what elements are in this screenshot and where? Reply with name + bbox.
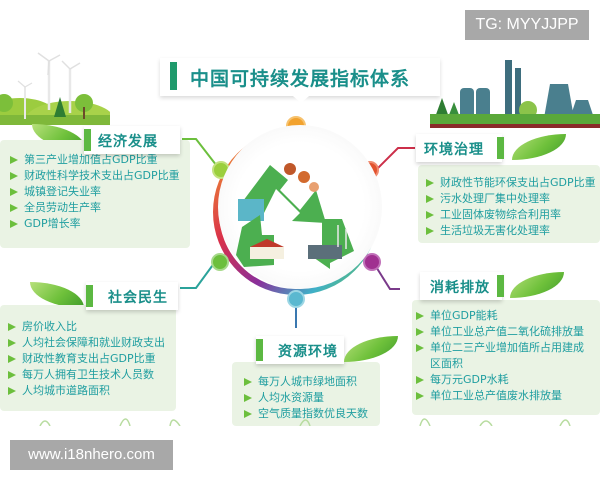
- bullet-triangle-icon: [244, 394, 252, 402]
- list-item: 人均社会保障和就业财政支出: [6, 335, 176, 351]
- page-title: 中国可持续发展指标体系: [190, 68, 411, 90]
- list-item: 每万人城市绿地面积: [242, 374, 380, 390]
- category-title: 环境治理: [424, 142, 484, 158]
- grass-decoration: [39, 418, 571, 426]
- bullet-triangle-icon: [426, 179, 434, 187]
- bullet-triangle-icon: [416, 328, 424, 336]
- panel-emission: 单位GDP能耗 单位工业总产值二氧化硫排放量 单位二三产业增加值所占用建成区面积…: [412, 300, 600, 415]
- category-title: 消耗排放: [430, 280, 490, 296]
- label-accent-bar: [497, 137, 504, 159]
- bullet-triangle-icon: [10, 220, 18, 228]
- bullet-triangle-icon: [8, 355, 16, 363]
- bullet-triangle-icon: [10, 172, 18, 180]
- bullet-triangle-icon: [8, 387, 16, 395]
- bullet-triangle-icon: [244, 378, 252, 386]
- panel-environment: 财政性节能环保支出占GDP比重 污水处理厂集中处理率 工业固体废物综合利用率 生…: [418, 165, 600, 243]
- list-item: 全员劳动生产率: [8, 200, 190, 216]
- label-environment: 环境治理: [416, 134, 504, 162]
- list-item: 房价收入比: [6, 319, 176, 335]
- title-accent-bar: [170, 62, 177, 90]
- list-item: 工业固体废物综合利用率: [424, 207, 600, 223]
- bullet-triangle-icon: [416, 376, 424, 384]
- list-item: GDP增长率: [8, 216, 190, 232]
- list-item: 财政性科学技术支出占GDP比重: [8, 168, 190, 184]
- list-item: 人均水资源量: [242, 390, 380, 406]
- label-emission: 消耗排放: [420, 272, 504, 300]
- bullet-triangle-icon: [416, 312, 424, 320]
- list-item: 每万人拥有卫生技术人员数: [6, 367, 176, 383]
- list-item: 空气质量指数优良天数: [242, 406, 380, 422]
- bullet-triangle-icon: [416, 344, 424, 352]
- bullet-triangle-icon: [416, 392, 424, 400]
- category-title: 社会民生: [108, 290, 168, 306]
- list-item: 财政性节能环保支出占GDP比重: [424, 175, 600, 191]
- bullet-triangle-icon: [8, 371, 16, 379]
- list-item: 财政性教育支出占GDP比重: [6, 351, 176, 367]
- category-title: 资源环境: [278, 344, 338, 360]
- list-item: 单位工业总产值二氧化硫排放量: [414, 324, 600, 340]
- list-item: 第三产业增加值占GDP比重: [8, 152, 190, 168]
- bullet-triangle-icon: [10, 188, 18, 196]
- bullet-triangle-icon: [10, 156, 18, 164]
- category-title: 经济发展: [98, 134, 158, 150]
- list-item: 单位工业总产值废水排放量: [414, 388, 600, 404]
- factory-skyline-icon: [430, 60, 600, 128]
- title-banner: 中国可持续发展指标体系: [160, 58, 440, 103]
- bullet-triangle-icon: [426, 195, 434, 203]
- label-accent-bar: [256, 339, 263, 361]
- bullet-triangle-icon: [8, 339, 16, 347]
- label-accent-bar: [84, 129, 91, 151]
- title-pointer: [293, 96, 309, 103]
- list-item: 单位二三产业增加值所占用建成区面积: [414, 340, 594, 372]
- list-item: 污水处理厂集中处理率: [424, 191, 600, 207]
- recycle-arrows-icon: [236, 163, 354, 269]
- wind-turbine-landscape-icon: [0, 52, 110, 125]
- label-accent-bar: [86, 285, 93, 307]
- bullet-triangle-icon: [244, 410, 252, 418]
- watermark-bottom-left: www.i18nhero.com: [10, 440, 173, 470]
- panel-resources: 每万人城市绿地面积 人均水资源量 空气质量指数优良天数: [232, 362, 380, 426]
- list-item: 每万元GDP水耗: [414, 372, 600, 388]
- panel-economy: 第三产业增加值占GDP比重 财政性科学技术支出占GDP比重 城镇登记失业率 全员…: [0, 140, 190, 248]
- watermark-top-right: TG: MYYJJPP: [465, 10, 589, 40]
- label-accent-bar: [497, 275, 504, 297]
- label-resources: 资源环境: [256, 336, 344, 364]
- bullet-triangle-icon: [426, 227, 434, 235]
- infographic: 中国可持续发展指标体系: [0, 52, 600, 426]
- list-item: 单位GDP能耗: [414, 308, 600, 324]
- bullet-triangle-icon: [10, 204, 18, 212]
- label-society: 社会民生: [86, 282, 178, 310]
- label-economy: 经济发展: [84, 126, 180, 154]
- bullet-triangle-icon: [8, 323, 16, 331]
- list-item: 人均城市道路面积: [6, 383, 176, 399]
- list-item: 生活垃圾无害化处理率: [424, 223, 600, 239]
- list-item: 城镇登记失业率: [8, 184, 190, 200]
- panel-society: 房价收入比 人均社会保障和就业财政支出 财政性教育支出占GDP比重 每万人拥有卫…: [0, 305, 176, 411]
- bullet-triangle-icon: [426, 211, 434, 219]
